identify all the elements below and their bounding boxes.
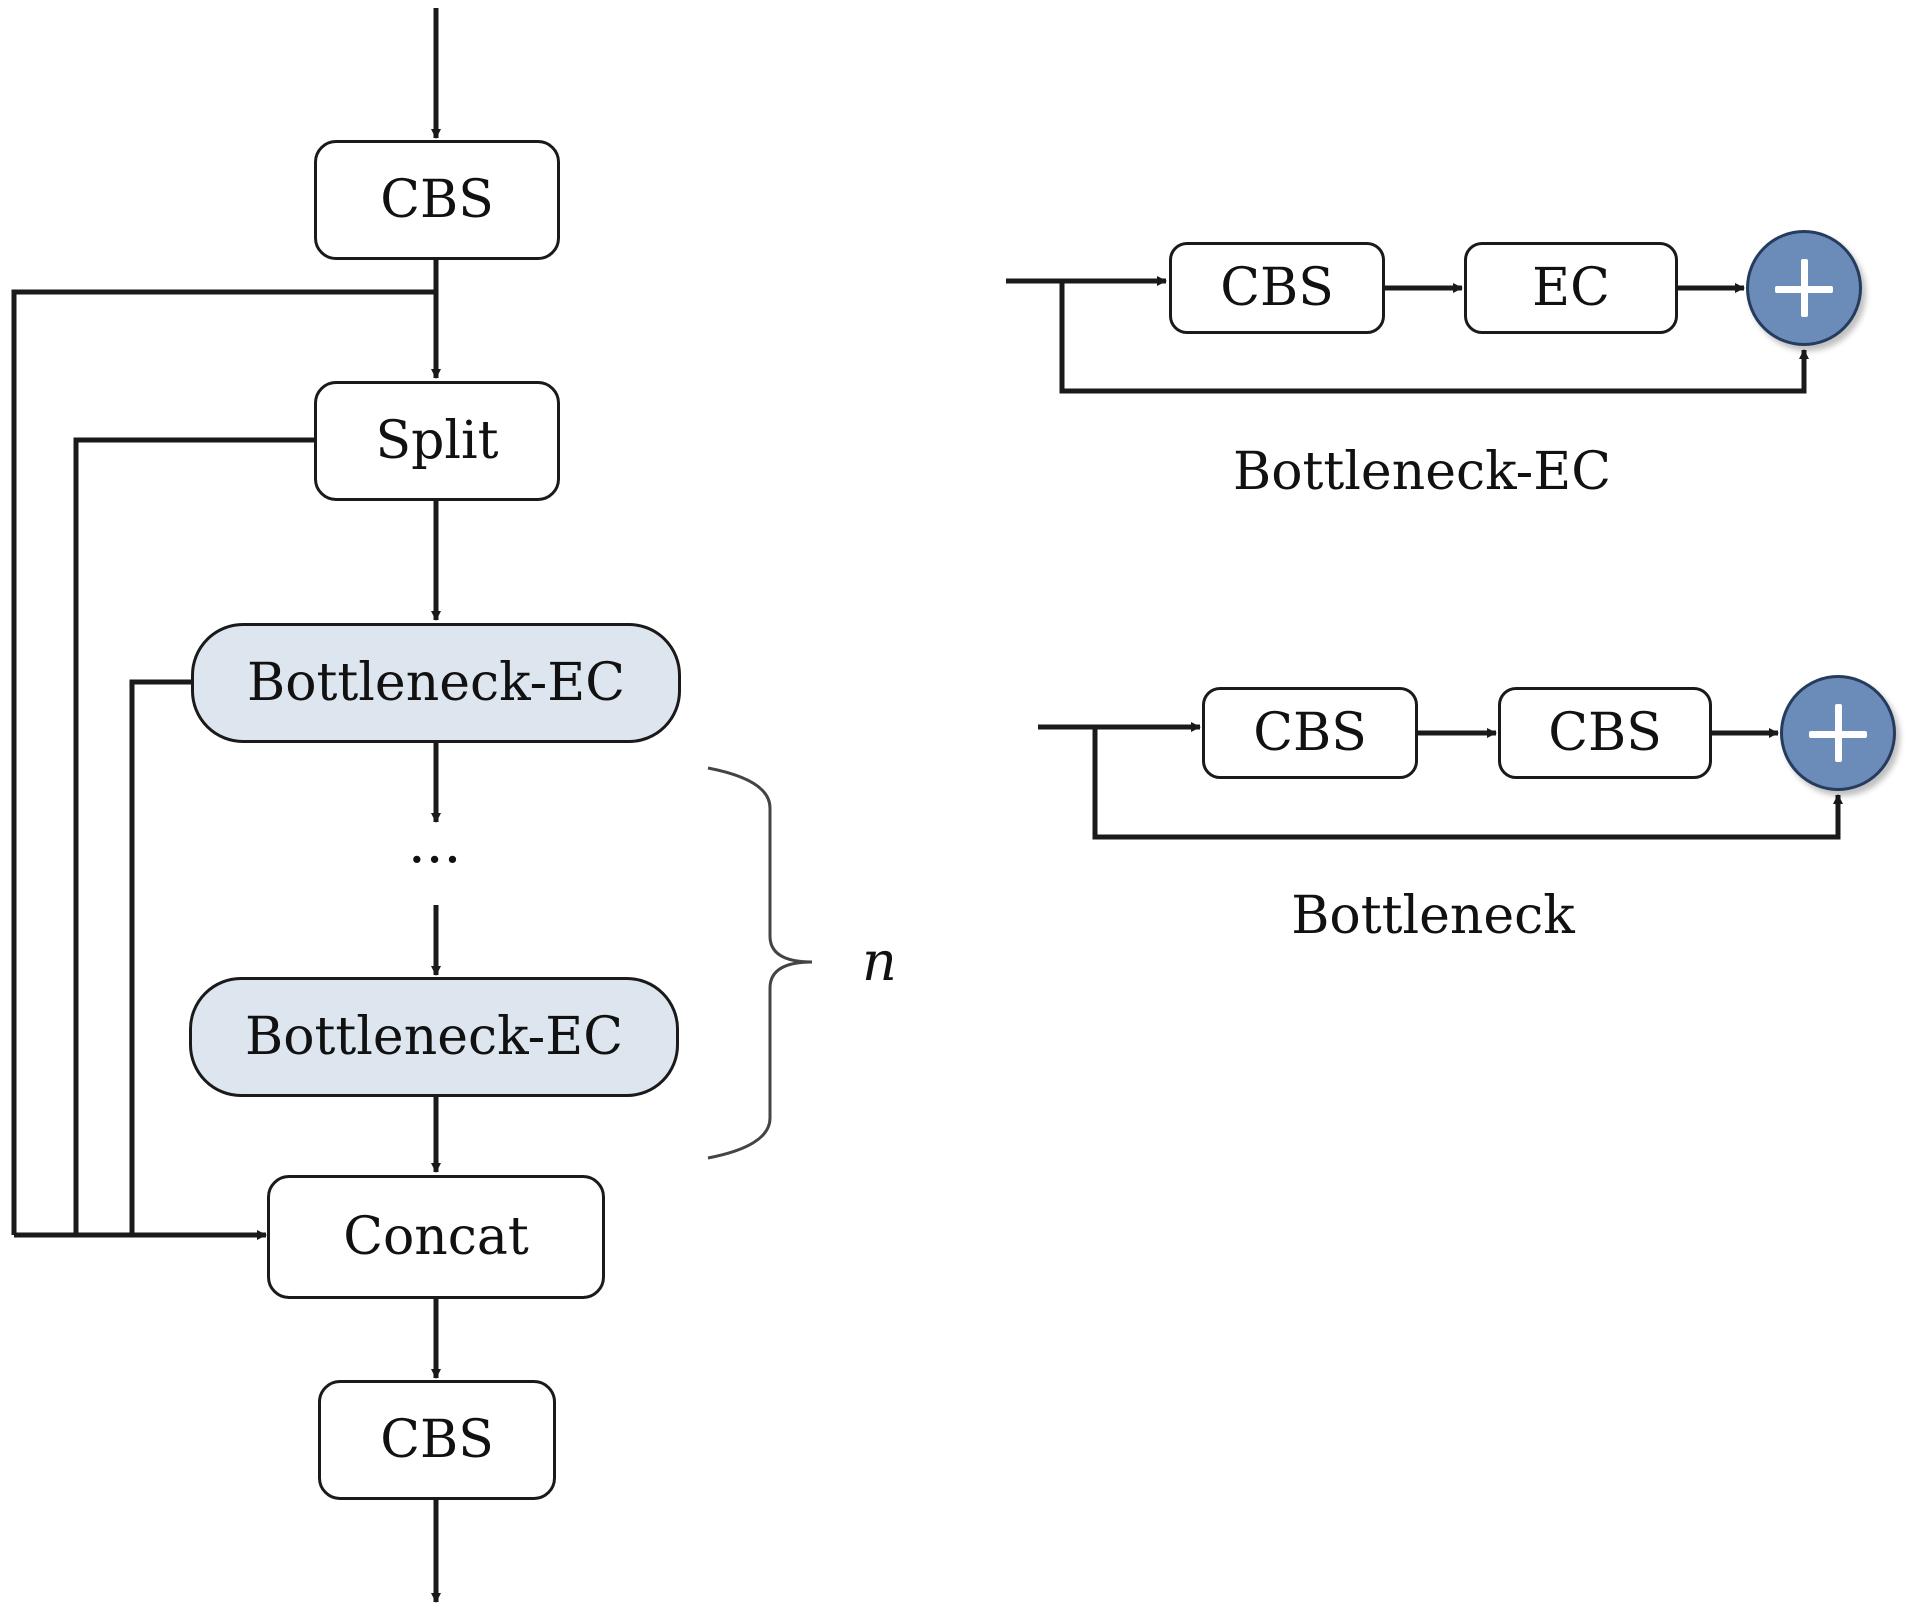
concat-label: Concat	[343, 1207, 529, 1267]
bottleneck-caption: Bottleneck	[1291, 886, 1575, 946]
bottleneck-ec-block-2: Bottleneck-EC	[189, 977, 679, 1097]
bn-cbs-label-2: CBS	[1548, 703, 1662, 763]
concat-block: Concat	[267, 1175, 605, 1299]
bec-cbs-label: CBS	[1220, 258, 1334, 318]
repeat-count-label: n	[862, 930, 897, 993]
bec-residual	[1059, 281, 1809, 394]
split-label: Split	[375, 411, 499, 471]
ellipsis: ···	[408, 828, 462, 893]
skip-from-bottleneck	[129, 679, 193, 1235]
bec-ec-label: EC	[1532, 258, 1610, 318]
bn-cbs-label-1: CBS	[1253, 703, 1367, 763]
bottleneck-ec-label-2: Bottleneck-EC	[244, 1007, 623, 1067]
bottleneck-ec-label-1: Bottleneck-EC	[246, 653, 625, 713]
bottom-cbs-label: CBS	[380, 1410, 494, 1470]
split-block: Split	[314, 381, 560, 501]
skip-from-split	[73, 437, 316, 1235]
bottleneck-ec-block-1: Bottleneck-EC	[191, 623, 681, 743]
top-cbs-block: CBS	[314, 140, 560, 260]
top-cbs-label: CBS	[380, 170, 494, 230]
bottom-cbs-block: CBS	[318, 1380, 556, 1500]
skip-from-cbs	[11, 289, 436, 1235]
bec-cbs-block: CBS	[1169, 242, 1385, 334]
bn-cbs-block-2: CBS	[1498, 687, 1712, 779]
bottleneck-ec-caption: Bottleneck-EC	[1232, 442, 1611, 502]
add-icon	[1780, 675, 1896, 791]
bn-cbs-block-1: CBS	[1202, 687, 1418, 779]
repeat-brace	[707, 766, 813, 1160]
bec-ec-block: EC	[1464, 242, 1678, 334]
add-icon	[1746, 230, 1862, 346]
bn-residual	[1092, 727, 1843, 840]
